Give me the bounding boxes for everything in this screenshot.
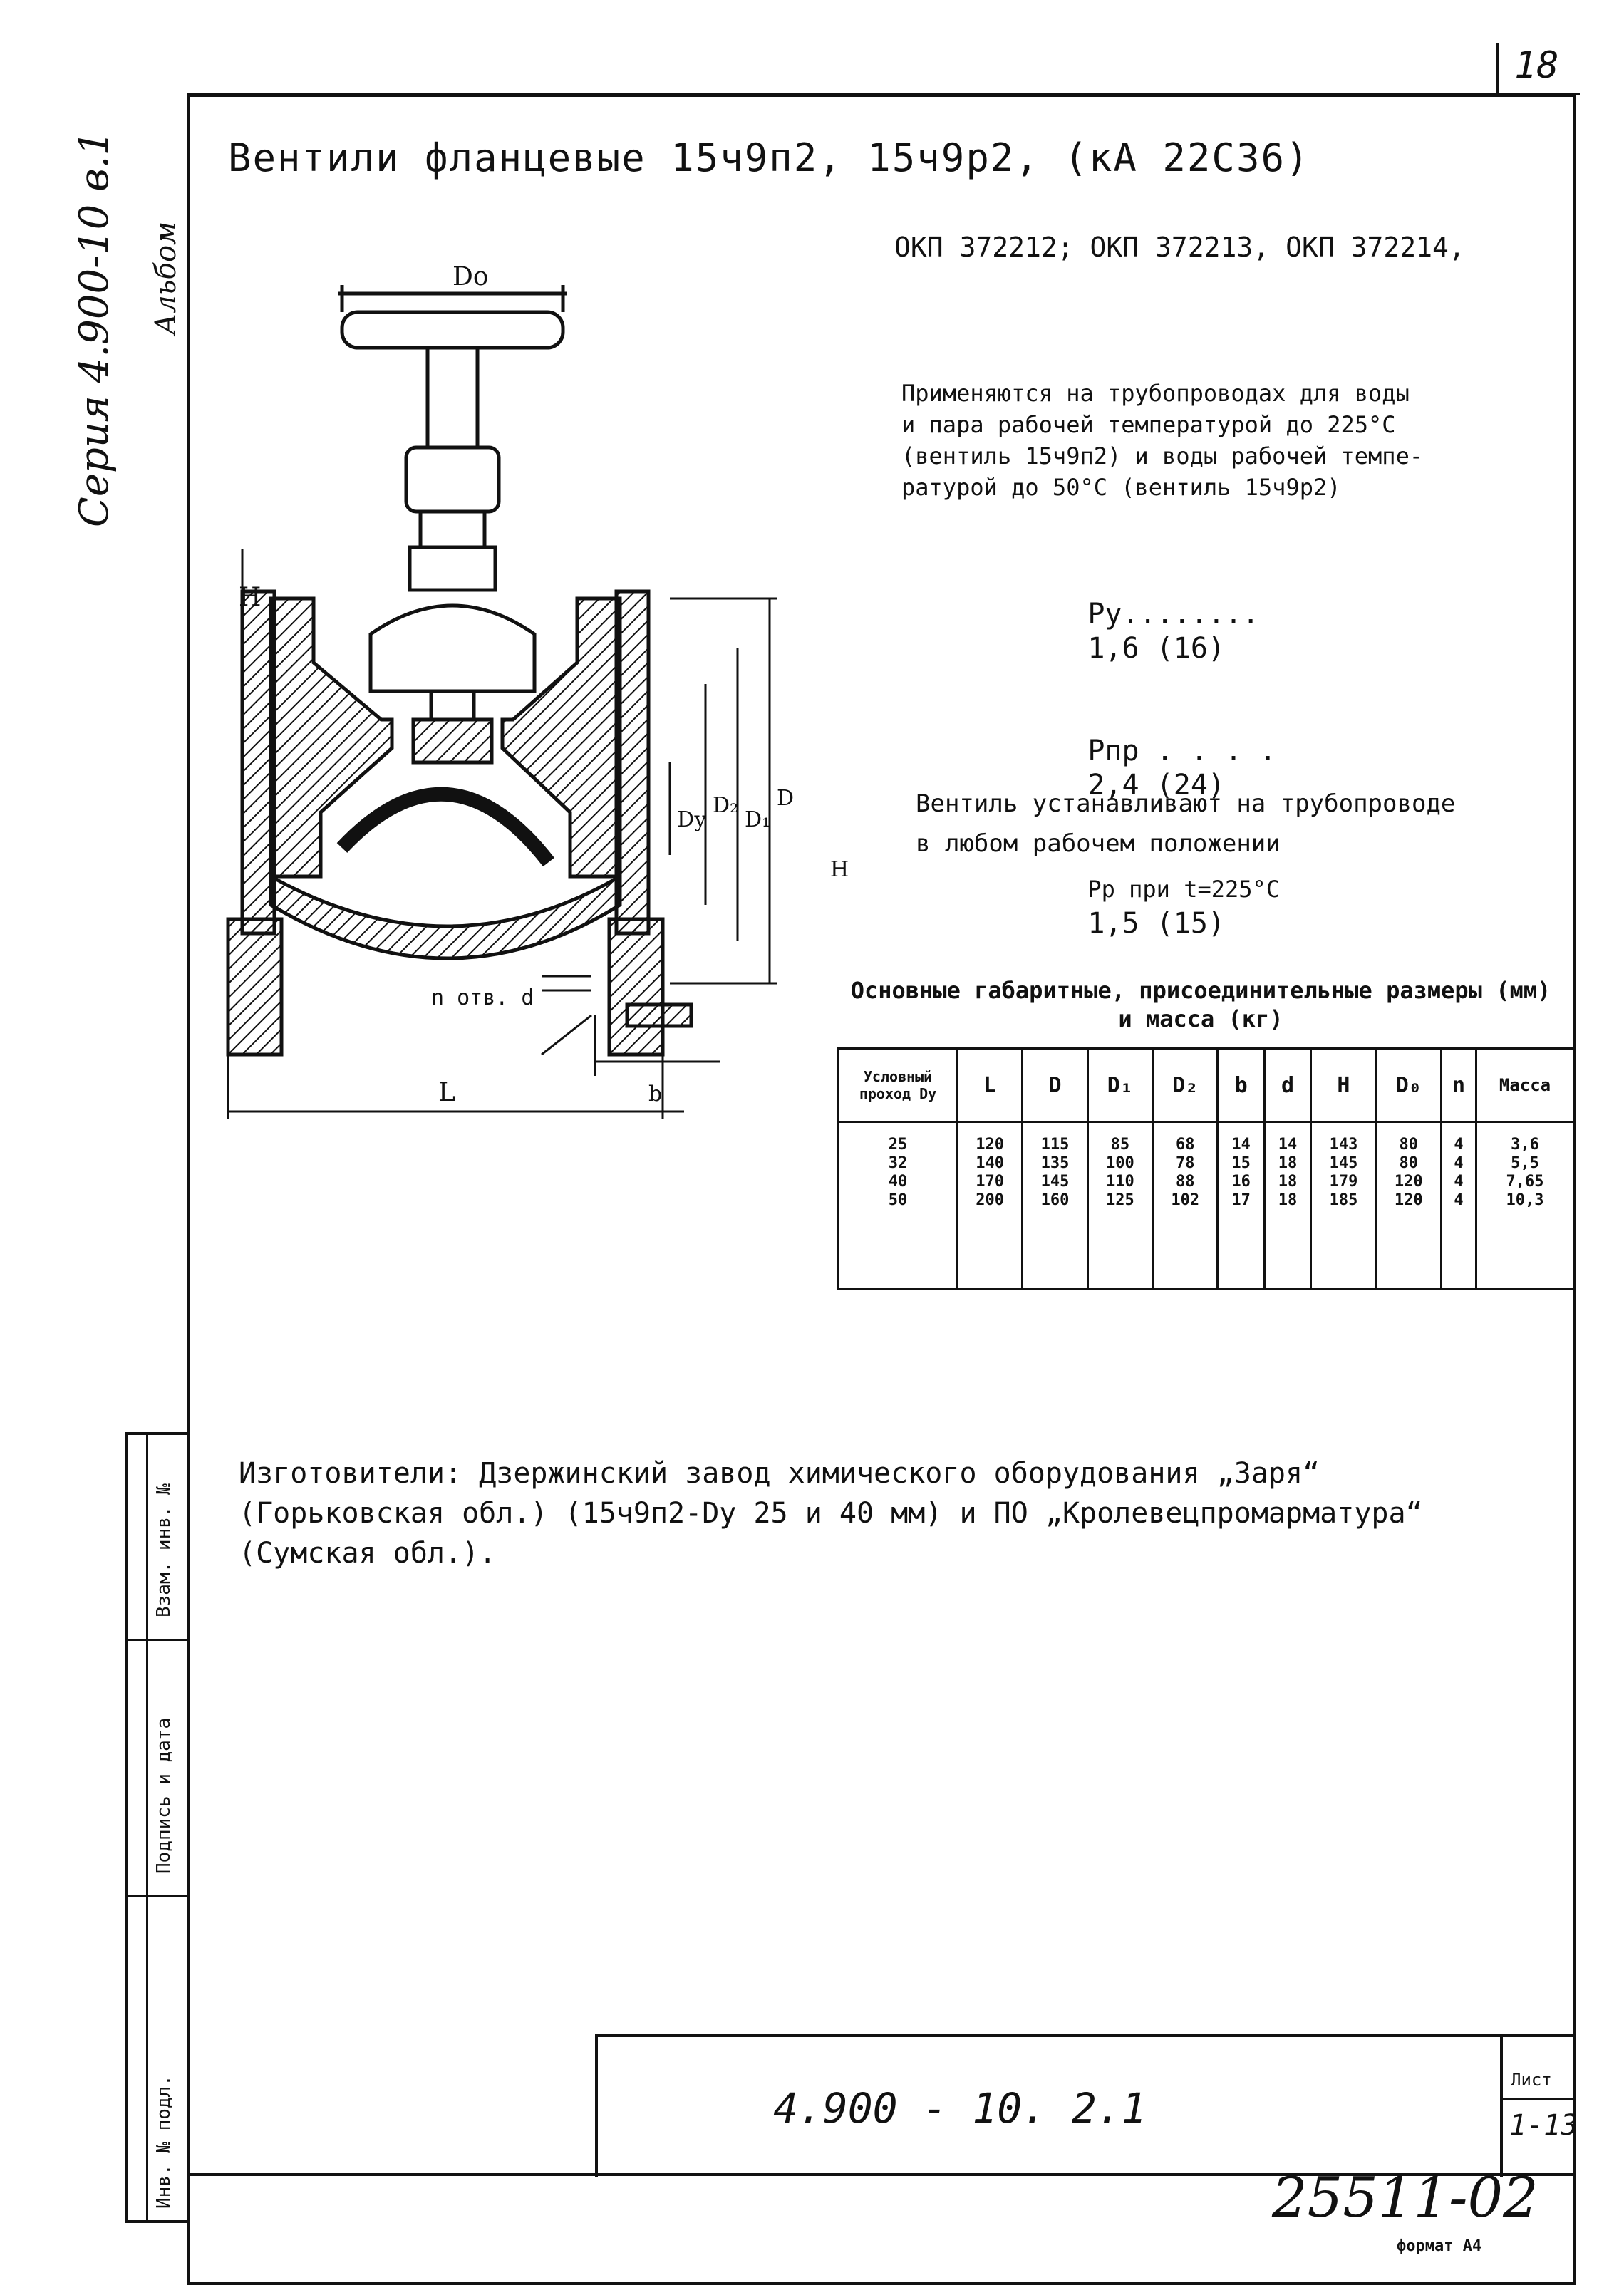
spec-py-label: Ру........ [1087,598,1260,631]
header-d1: D₁ [1086,1047,1154,1123]
spec-row-py: Ру........ 1,6 (16) [1019,563,1280,700]
table-header-row: Условный проход Dу L D D₁ D₂ b d H D₀ n … [837,1047,1575,1123]
label-l: L [438,1078,455,1107]
col-l: 120 140 170 200 [956,1121,1024,1290]
side-stamp-inner-line [146,1432,148,2223]
header-h: H [1310,1047,1377,1123]
handwheel [338,285,567,350]
header-mass: Масса [1475,1047,1575,1123]
document-title: Вентили фланцевые 15ч9п2, 15ч9р2, (кА 22… [228,135,1310,180]
header-d: D [1021,1047,1089,1123]
col-h: 143 145 179 185 [1310,1121,1377,1290]
header-dy: Условный проход Dу [837,1047,958,1123]
drawing-frame [187,94,1576,2285]
col-dy: 25 32 40 50 [837,1121,958,1290]
document-number: 4.900 - 10. 2.1 [773,2084,1147,2133]
col-d: 115 135 145 160 [1021,1121,1089,1290]
specs-block: Ру........ 1,6 (16) Рпр . . . . 2,4 (24)… [1019,563,1280,975]
side-stamp-column [125,1432,187,2223]
manufacturers-text: Изготовители: Дзержинский завод химическ… [239,1457,1423,1570]
stem [404,346,501,592]
header-l: L [956,1047,1024,1123]
album-label: Альбом [150,221,182,335]
col-mass: 3,6 5,5 7,65 10,3 [1475,1121,1575,1290]
col-b: 14 15 16 17 [1216,1121,1266,1290]
label-dy: Dу [677,807,707,832]
label-d2: D₂ [713,793,738,818]
bonnet [368,603,537,693]
page-number: 18 [1514,44,1559,87]
col-d-hole: 14 18 18 18 [1263,1121,1313,1290]
side-stamp-divider-2 [125,1895,187,1897]
stamp-replaced-inv: Взам. инв. № [153,1483,175,1617]
dimension-lines [227,549,777,1119]
table-body-row: 25 32 40 50 120 140 170 200 115 135 145 … [837,1121,1575,1290]
format-label: формат А4 [1397,2237,1482,2255]
spec-py-value: 1,6 (16) [1087,632,1225,665]
title-block-sheet-divider [1500,2034,1503,2177]
top-border [187,93,1580,95]
label-b: b [648,1082,662,1107]
page-number-box [1496,43,1579,95]
header-d2: D₂ [1152,1047,1219,1123]
series-label: Серия 4.900-10 в.1 [71,130,118,527]
header-d0: D₀ [1375,1047,1442,1123]
col-d1: 85 100 110 125 [1086,1121,1154,1290]
disc [411,689,494,765]
spec-pp-value: 1,5 (15) [1087,907,1225,940]
col-n: 4 4 4 4 [1439,1121,1478,1290]
flanges [226,589,693,1057]
stamp-original-inv: Инв. № подл. [153,2075,175,2209]
valve-drawing: Dо H Dу D₂ D₁ D H n отв. d b L [226,264,849,1119]
bottom-border [187,2173,1576,2176]
spec-row-pp: Рр при t=225°С 1,5 (15) [1019,836,1280,975]
title-block-sheet-hline [1500,2098,1575,2100]
label-d0: Dо [452,264,489,291]
table-title: Основные габаритные, присоединительные р… [850,977,1551,1032]
label-holes: n отв. d [431,985,534,1010]
spec-ppr-label: Рпр . . . . [1087,735,1277,767]
label-d1: D₁ [745,807,770,832]
okp-codes: ОКП 372212; ОКП 372213, ОКП 372214, [894,232,1465,263]
header-d-hole: d [1263,1047,1313,1123]
spec-pp-label: Рр при t=225°С [1087,876,1281,903]
label-h: H [239,583,261,612]
side-stamp-divider-1 [125,1639,187,1641]
archive-number: 25511-02 [1272,2166,1538,2230]
col-d2: 68 78 88 102 [1152,1121,1219,1290]
application-text: Применяются на трубопроводах для воды и … [901,380,1424,501]
label-d: D [777,786,794,811]
label-h2: H [830,857,849,882]
spec-ppr-value: 2,4 (24) [1087,769,1225,802]
stamp-signature-date: Подпись и дата [153,1717,175,1874]
body [269,596,622,960]
sheet-label: Лист [1511,2070,1552,2090]
dimensions-table: Условный проход Dу L D D₁ D₂ b d H D₀ n … [837,1047,1575,1290]
spec-row-ppr: Рпр . . . . 2,4 (24) [1019,700,1280,836]
title-block [595,2034,1575,2177]
installation-text: Вентиль устанавливают на трубопроводе в … [916,789,1456,858]
sheet-value: 1-13 [1509,2109,1578,2142]
header-n: n [1439,1047,1478,1123]
header-b: b [1216,1047,1266,1123]
col-d0: 80 80 120 120 [1375,1121,1442,1290]
